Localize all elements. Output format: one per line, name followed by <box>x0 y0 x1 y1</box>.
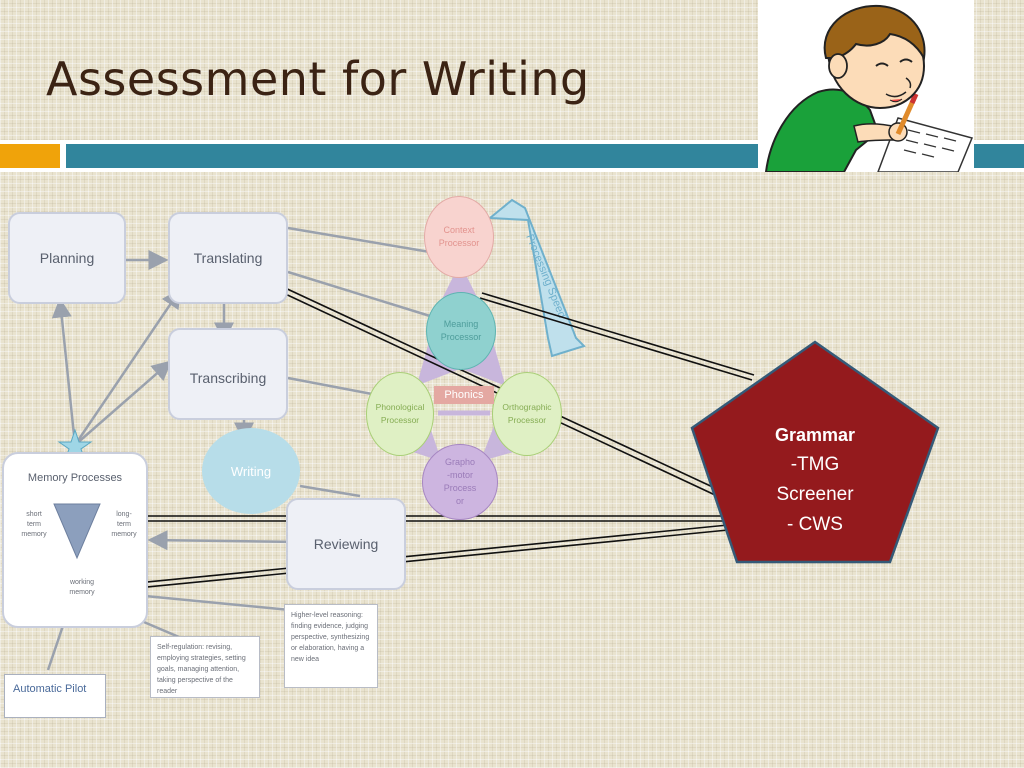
automatic-pilot-note: Automatic Pilot <box>4 674 106 718</box>
transcribing-node: Transcribing <box>168 328 288 420</box>
long-term-memory-label: long- term memory <box>111 511 137 538</box>
writing-label: Writing <box>230 463 272 479</box>
accent-bar-orange <box>0 144 60 168</box>
planning-label: Planning <box>39 250 95 266</box>
writing-node: Writing <box>202 428 300 514</box>
boy-writing-illustration <box>758 0 974 173</box>
short-term-memory-label: short term memory <box>21 511 47 538</box>
grammar-title: Grammar <box>774 425 856 445</box>
planning-node: Planning <box>8 212 126 304</box>
translating-node: Translating <box>168 212 288 304</box>
orthographic-processor: Orthographic Processor <box>492 372 562 456</box>
working-memory-label: working memory <box>69 579 95 596</box>
reviewing-node: Reviewing <box>286 498 406 590</box>
grammar-item-tmg: -TMG <box>790 454 840 475</box>
phonological-processor: Phonological Processor <box>366 372 434 456</box>
grammar-item-cws: - CWS <box>787 514 843 535</box>
translating-label: Translating <box>193 250 263 266</box>
reviewing-label: Reviewing <box>313 536 379 552</box>
processing-speed-arrow: Processing Speed <box>487 198 586 358</box>
memory-processes-title: Memory Processes <box>27 472 123 484</box>
graphomotor-processor: Grapho -motor Process or <box>422 444 498 520</box>
memory-funnel-icon <box>53 503 101 560</box>
grammar-pentagon <box>690 340 940 564</box>
slide-title: Assessment for Writing <box>46 52 590 106</box>
phonics-label: Phonics <box>434 386 494 404</box>
boy-writing-icon <box>764 4 974 173</box>
meaning-processor: Meaning Processor <box>426 292 496 370</box>
higher-level-reasoning-note: Higher-level reasoning: finding evidence… <box>284 604 378 688</box>
self-regulation-note: Self-regulation: revising, employing str… <box>150 636 260 698</box>
grammar-assessments: Grammar -TMG Screener - CWS <box>730 420 900 540</box>
grammar-item-screener: Screener <box>776 484 854 505</box>
context-processor: Context Processor <box>424 196 494 278</box>
transcribing-label: Transcribing <box>189 370 267 386</box>
